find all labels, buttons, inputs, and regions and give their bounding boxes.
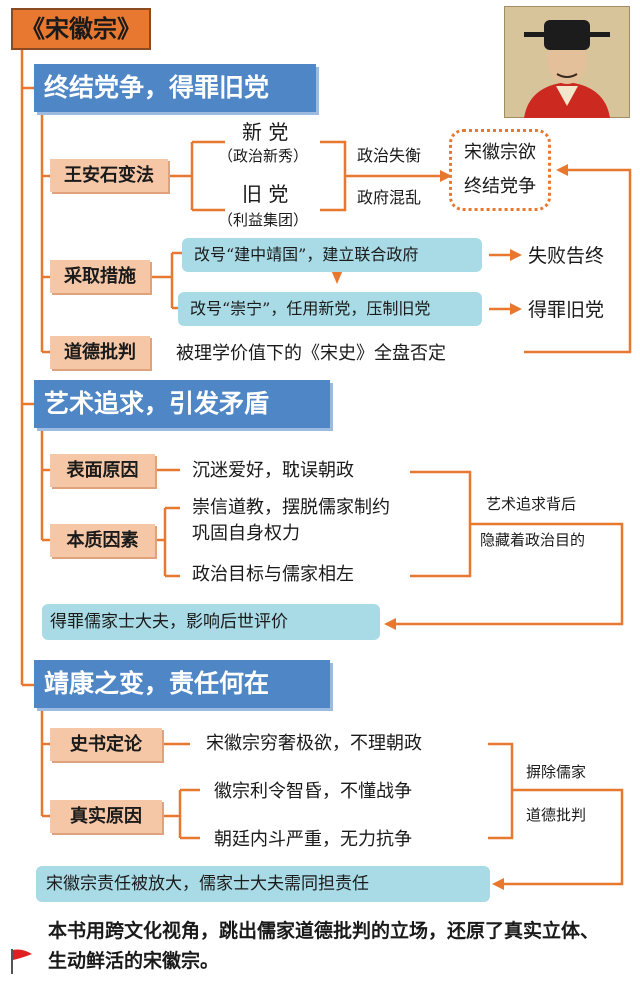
- page-title: 《宋徽宗》: [11, 8, 151, 50]
- conclusion-text: 本书用跨文化视角，跳出儒家道德批判的立场，还原了真实立体、生动鲜活的宋徽宗。: [48, 920, 600, 972]
- hidden-purpose-note-1: 艺术追求背后: [486, 495, 577, 513]
- measure-1-result: 失败告终: [528, 245, 605, 267]
- surface-reason-text: 沉迷爱好，耽误朝政: [192, 460, 354, 481]
- hidden-purpose-note-2: 隐藏着政治目的: [480, 531, 586, 549]
- section-2-result-box: 得罪儒家士大夫，影响后世评价: [42, 604, 380, 640]
- exclude-confucian-note-1: 摒除儒家: [526, 763, 587, 781]
- real-reason-text-1: 徽宗利令智昏，不懂战争: [214, 781, 412, 802]
- exclude-confucian-note-2: 道德批判: [526, 806, 587, 824]
- moral-critique-pill: 道德批判: [50, 336, 150, 369]
- history-verdict-text: 宋徽宗穷奢极欲，不理朝政: [206, 733, 422, 754]
- goal-line-1: 宋徽宗欲: [464, 142, 536, 163]
- political-imbalance-text: 政治失衡: [357, 146, 422, 165]
- surface-reason-pill: 表面原因: [50, 454, 155, 487]
- essence-factor-pill: 本质因素: [50, 524, 155, 557]
- measure-1-box: 改号“建中靖国”，建立联合政府: [182, 238, 482, 272]
- red-flag-icon: [6, 946, 36, 976]
- old-party-label: 旧 党: [242, 182, 289, 206]
- goal-line-2: 终结党争: [464, 176, 536, 197]
- moral-critique-text: 被理学价值下的《宋史》全盘否定: [176, 343, 446, 364]
- section-heading-1: 终结党争，得罪旧党: [34, 64, 316, 112]
- measure-2-box: 改号“崇宁”，任用新党，压制旧党: [178, 292, 482, 326]
- real-reason-pill: 真实原因: [50, 800, 162, 833]
- emperor-portrait: [503, 5, 631, 119]
- history-verdict-pill: 史书定论: [50, 728, 162, 761]
- new-party-label: 新 党: [242, 120, 289, 144]
- wang-anshi-reform-pill: 王安石变法: [50, 159, 168, 192]
- essence-text-1a: 崇信道教，摆脱儒家制约: [192, 497, 390, 518]
- section-3-result-box: 宋徽宗责任被放大，儒家士大夫需同担责任: [36, 866, 490, 902]
- essence-text-1b: 巩固自身权力: [192, 523, 300, 544]
- section-heading-3: 靖康之变，责任何在: [34, 660, 330, 708]
- real-reason-text-2: 朝廷内斗严重，无力抗争: [214, 829, 412, 850]
- new-party-sub: （政治新秀）: [218, 147, 309, 165]
- goal-dotted-box: 宋徽宗欲 终结党争: [449, 129, 551, 211]
- measures-pill: 采取措施: [50, 260, 150, 293]
- measure-2-result: 得罪旧党: [528, 299, 605, 321]
- section-heading-2: 艺术追求，引发矛盾: [34, 380, 330, 428]
- old-party-sub: （利益集团）: [218, 211, 309, 229]
- essence-text-2: 政治目标与儒家相左: [192, 564, 354, 585]
- government-chaos-text: 政府混乱: [357, 188, 422, 207]
